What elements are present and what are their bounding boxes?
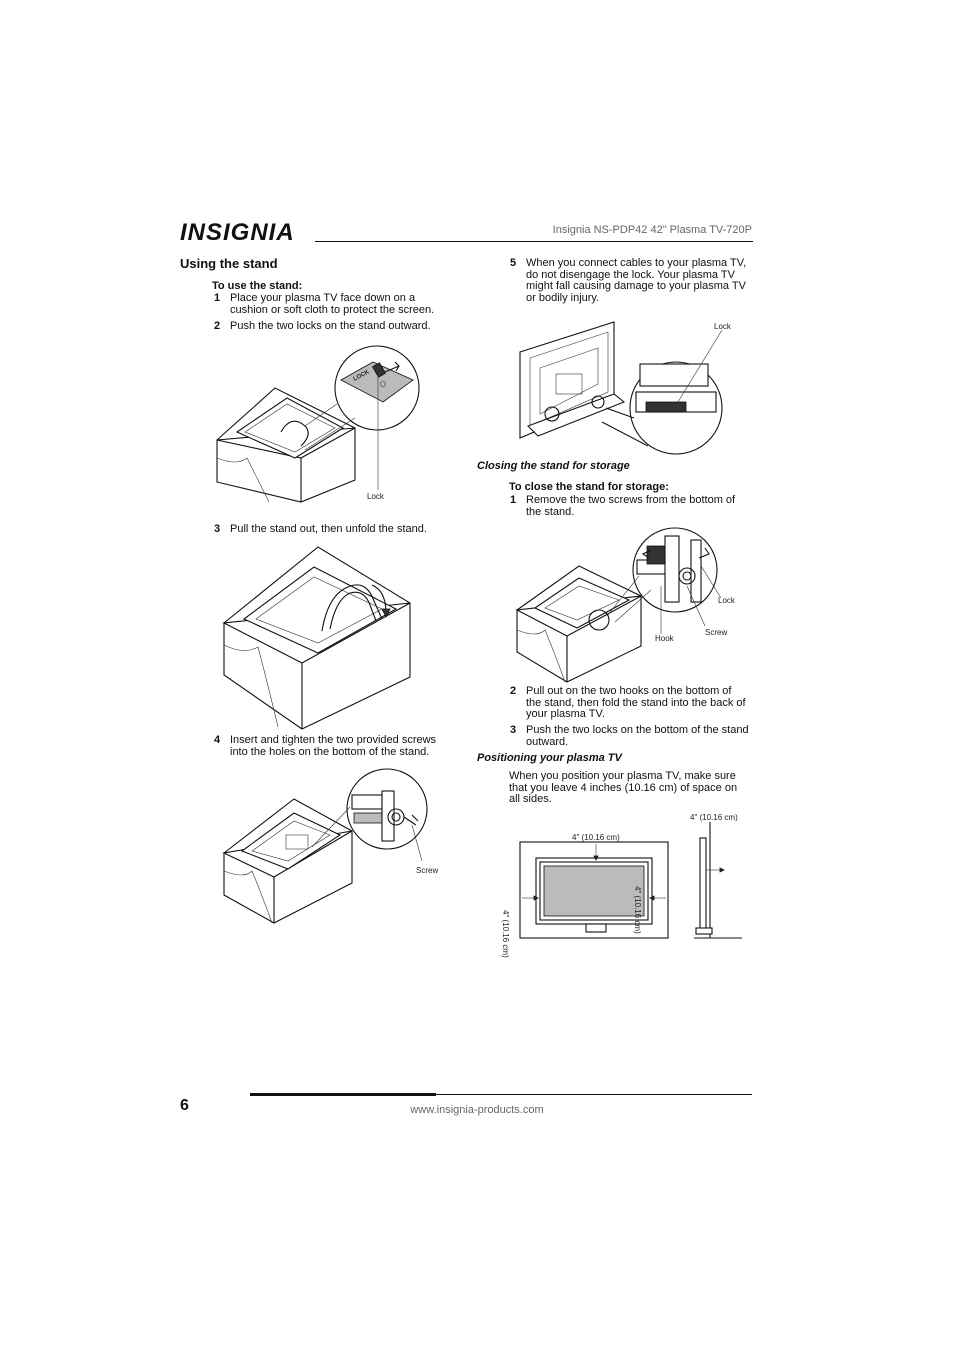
step-3: 3 Pull the stand out, then unfold the st… [214,523,464,536]
brand-logo-text: INSIGNIA [180,219,295,246]
step-number: 3 [214,523,221,535]
close-step-2: 2 Pull out on the two hooks on the botto… [510,685,760,722]
step-text-line: Place your plasma TV face down on a [230,292,416,304]
callout-left-clearance: 4" (10.16 cm) [501,910,510,958]
figure-insert-screws: Screw [222,765,438,930]
subtitle-to-close-the-stand: To close the stand for storage: [509,481,669,493]
subtitle-to-use-the-stand: To use the stand: [212,280,303,292]
step-2: 2 Push the two locks on the stand outwar… [214,320,464,333]
step-text-line: Remove the two screws from the bottom of [526,494,736,506]
step-number: 5 [510,257,517,269]
callout-side-clearance: 4" (10.16 cm) [690,813,738,822]
step-number: 1 [510,494,517,506]
callout-right-clearance: 4" (10.16 cm) [633,886,642,934]
figure-unfold-stand [222,545,414,730]
footer-url: www.insignia-products.com [410,1104,544,1116]
close-step-1: 1 Remove the two screws from the bottom … [510,494,760,519]
header-divider [315,241,753,242]
step-text-line: your plasma TV. [526,708,605,720]
step-4: 4 Insert and tighten the two provided sc… [214,734,464,759]
step-text-line: Push the two locks on the bottom of the … [526,724,749,736]
step-text-line: the stand. [526,505,575,518]
callout-screw: Screw [416,866,439,875]
callout-screw: Screw [705,628,728,637]
step-text-line: into the holes on the bottom of the stan… [230,745,430,758]
step-text-line: Pull the stand out, then unfold the stan… [230,523,427,535]
step-text-line: Pull out on the two hooks on the bottom … [526,685,732,697]
document-title: Insignia NS-PDP42 42" Plasma TV-720P [552,224,752,236]
callout-hook: Hook [655,634,674,643]
step-number: 3 [510,724,517,736]
figure-clearance-diagram: 4" (10.16 cm) 4" (10.16 cm) 4" (10.16 cm… [501,810,742,958]
step-text-line: outward. [526,735,569,748]
step-5: 5 When you connect cables to your plasma… [510,257,760,306]
step-text-line: the stand, then fold the stand into the … [526,696,746,709]
step-text-line: do not disengage the lock. Your plasma T… [526,268,735,281]
step-text-line: When you connect cables to your plasma T… [526,257,747,269]
figure-lock-engaged: Lock [518,318,731,456]
insignia-logo: INSIGNIA [180,218,302,250]
step-number: 2 [214,320,221,332]
step-text-line: or bodily injury. [526,291,600,304]
step-text-line: cushion or soft cloth to protect the scr… [230,303,435,316]
section-title-closing-stand: Closing the stand for storage [477,460,630,472]
callout-lock: Lock [714,322,731,331]
callout-lock: Lock [367,492,384,501]
step-text-line: Insert and tighten the two provided scre… [230,734,437,746]
step-text-line: Push the two locks on the stand outward. [230,320,431,332]
page-number: 6 [180,1097,189,1114]
figure-push-locks: LOCK Lock [215,340,425,510]
step-number: 4 [214,734,221,746]
section-title-using-the-stand: Using the stand [180,256,278,271]
callout-lock: Lock [718,596,735,605]
positioning-paragraph: When you position your plasma TV, make s… [509,770,759,806]
figure-remove-screws-hooks: Lock Screw Hook [515,526,735,688]
paragraph-line: When you position your plasma TV, make s… [509,770,736,782]
footer-divider [250,1094,752,1095]
callout-top-clearance: 4" (10.16 cm) [572,833,620,842]
section-title-positioning: Positioning your plasma TV [477,752,622,764]
step-text-line: might fall causing damage to your plasma… [526,280,746,292]
step-number: 1 [214,292,221,304]
close-step-3: 3 Push the two locks on the bottom of th… [510,724,760,749]
step-number: 2 [510,685,517,697]
footer-divider-accent [250,1093,436,1096]
paragraph-line: that you leave 4 inches (10.16 cm) of sp… [509,781,738,794]
step-1: 1 Place your plasma TV face down on a cu… [214,292,464,317]
paragraph-line: all sides. [509,793,552,805]
